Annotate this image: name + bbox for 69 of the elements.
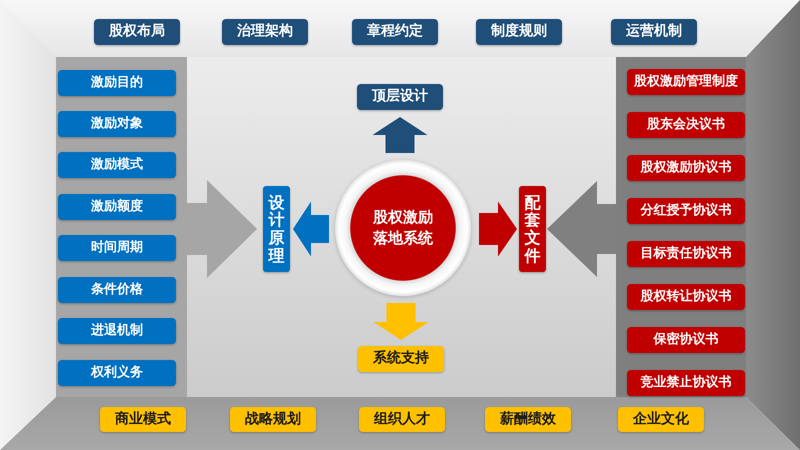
category-label: 激励目的 — [91, 74, 143, 92]
category-tile — [222, 19, 308, 45]
category-tile — [627, 241, 745, 267]
category-tile — [627, 284, 745, 310]
block-arrow — [374, 303, 428, 340]
category-tile — [357, 84, 443, 110]
category-tile — [352, 19, 438, 45]
category-tile — [58, 70, 176, 96]
category-tile — [358, 346, 444, 372]
category-label: 薪酬绩效 — [500, 410, 556, 428]
category-label: 系统支持 — [373, 350, 429, 368]
block-arrow — [372, 117, 428, 153]
block-arrow — [547, 181, 616, 277]
category-label: 制度规则 — [491, 23, 547, 41]
block-arrow — [479, 202, 517, 256]
category-label: 股权转让协议书 — [640, 288, 732, 306]
category-label: 保密协议书 — [654, 332, 718, 348]
category-label: 顶层设计 — [372, 88, 428, 106]
category-tile — [627, 155, 745, 181]
category-label: 权利义务 — [91, 364, 143, 382]
category-tile — [58, 111, 176, 137]
category-label: 目标责任协议书 — [640, 246, 732, 262]
category-label: 章程约定 — [367, 23, 423, 41]
side-panel — [56, 57, 187, 397]
category-label: 进退机制 — [91, 322, 143, 340]
category-label: 治理架构 — [237, 23, 293, 41]
category-label: 竞业禁止协议书 — [640, 374, 732, 392]
category-tile — [58, 318, 176, 344]
category-label: 商业模式 — [115, 410, 171, 428]
category-tile — [476, 19, 562, 45]
category-tile — [94, 19, 180, 45]
vertical-tile — [519, 186, 546, 272]
category-label: 股权激励管理制度 — [634, 74, 738, 90]
block-arrow — [187, 180, 257, 278]
side-panel — [616, 57, 746, 397]
category-label: 激励额度 — [91, 198, 143, 216]
category-label: 组织人才 — [374, 410, 430, 428]
category-label: 股权布局 — [109, 23, 165, 41]
category-tile — [611, 19, 697, 45]
block-arrow — [293, 202, 329, 256]
vertical-label: 配套文件 — [524, 194, 540, 264]
category-label: 战略规划 — [245, 410, 301, 428]
category-label: 激励模式 — [91, 156, 143, 174]
category-tile — [58, 194, 176, 220]
category-label: 分红授予协议书 — [640, 202, 732, 220]
category-tile — [100, 407, 186, 432]
category-tile — [627, 69, 745, 95]
category-tile — [230, 407, 316, 432]
vertical-tile — [263, 186, 290, 272]
category-tile — [627, 327, 745, 353]
category-tile — [627, 112, 745, 138]
category-tile — [58, 360, 176, 386]
category-label: 激励对象 — [91, 116, 143, 132]
hub-title: 股权激励落地系统 — [372, 207, 434, 249]
category-label: 运营机制 — [626, 23, 682, 41]
category-label: 股东会决议书 — [647, 116, 725, 134]
category-tile — [485, 407, 571, 432]
category-label: 时间周期 — [91, 240, 143, 256]
category-label: 条件价格 — [91, 282, 143, 298]
category-tile — [627, 198, 745, 224]
vertical-label: 设计原理 — [268, 194, 284, 264]
category-tile — [58, 235, 176, 261]
category-tile — [627, 370, 745, 396]
category-label: 股权激励协议书 — [640, 160, 732, 176]
category-label: 企业文化 — [633, 410, 689, 428]
category-tile — [58, 152, 176, 178]
category-tile — [618, 407, 704, 432]
category-tile — [359, 407, 445, 432]
category-tile — [58, 277, 176, 303]
